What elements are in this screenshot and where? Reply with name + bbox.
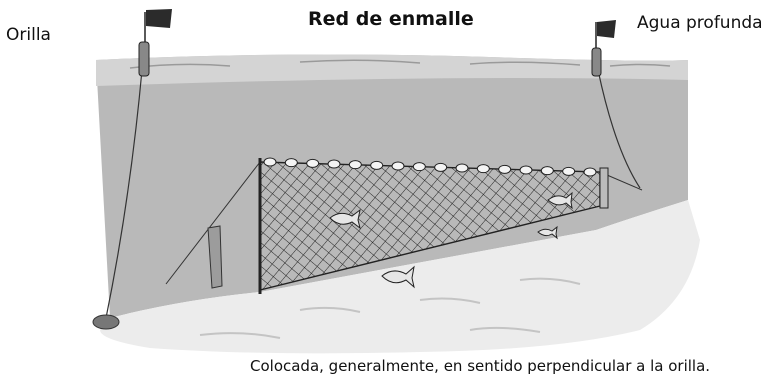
float-icon (498, 164, 512, 174)
diagram-title: Red de enmalle (308, 8, 474, 30)
shore-buoy-line (105, 69, 143, 319)
fish-icon (537, 225, 558, 240)
shore-label: Orilla (6, 25, 51, 45)
anchor-weight-icon (92, 314, 120, 330)
float-icon (370, 160, 384, 170)
float-icon (306, 158, 320, 168)
net-tether-left (165, 161, 261, 285)
buoy-icon (591, 47, 602, 77)
float-icon (562, 166, 576, 176)
float-icon (434, 162, 448, 172)
float-icon (583, 167, 597, 177)
float-icon (391, 161, 405, 171)
float-icon (327, 159, 341, 169)
fish-icon (381, 265, 415, 289)
fish-icon (329, 208, 361, 230)
float-icon (284, 158, 298, 168)
float-icon (519, 165, 533, 175)
flag-icon (146, 9, 172, 28)
support-pole-icon (207, 225, 223, 289)
float-icon (412, 162, 426, 172)
flag-icon (597, 20, 616, 38)
deep-buoy-line (597, 69, 641, 189)
float-icon (263, 157, 277, 167)
net-end-pole-right (599, 167, 609, 209)
float-icon (348, 160, 362, 170)
deep-water-label: Agua profunda (637, 13, 763, 33)
float-icon (455, 163, 469, 173)
diagram-caption: Colocada, generalmente, en sentido perpe… (250, 357, 711, 375)
fish-icon (547, 191, 573, 210)
buoy-icon (138, 41, 150, 77)
float-icon (540, 166, 554, 176)
float-icon (476, 164, 490, 174)
